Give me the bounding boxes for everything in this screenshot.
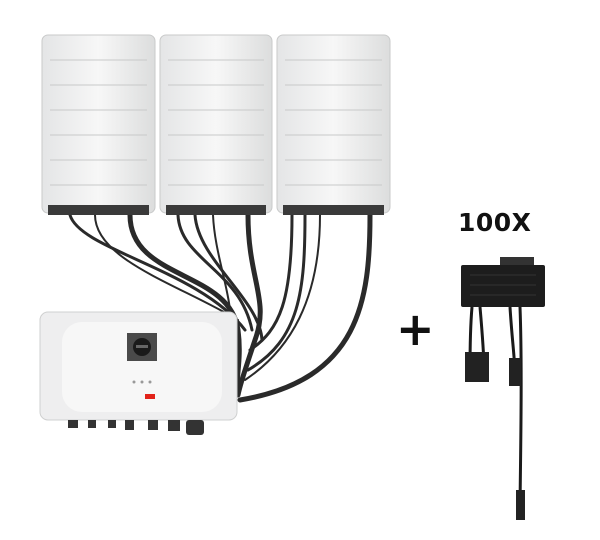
inverter-1	[41, 34, 156, 215]
inverter-2	[159, 34, 273, 215]
inverter-units	[41, 34, 391, 215]
connection-unit	[39, 311, 238, 435]
quantity-label: 100X	[458, 208, 532, 237]
power-optimizer	[461, 257, 545, 520]
inverter-3	[276, 34, 391, 215]
brand-logo	[145, 394, 155, 399]
plus-symbol: +	[396, 302, 435, 356]
cables	[68, 212, 373, 403]
